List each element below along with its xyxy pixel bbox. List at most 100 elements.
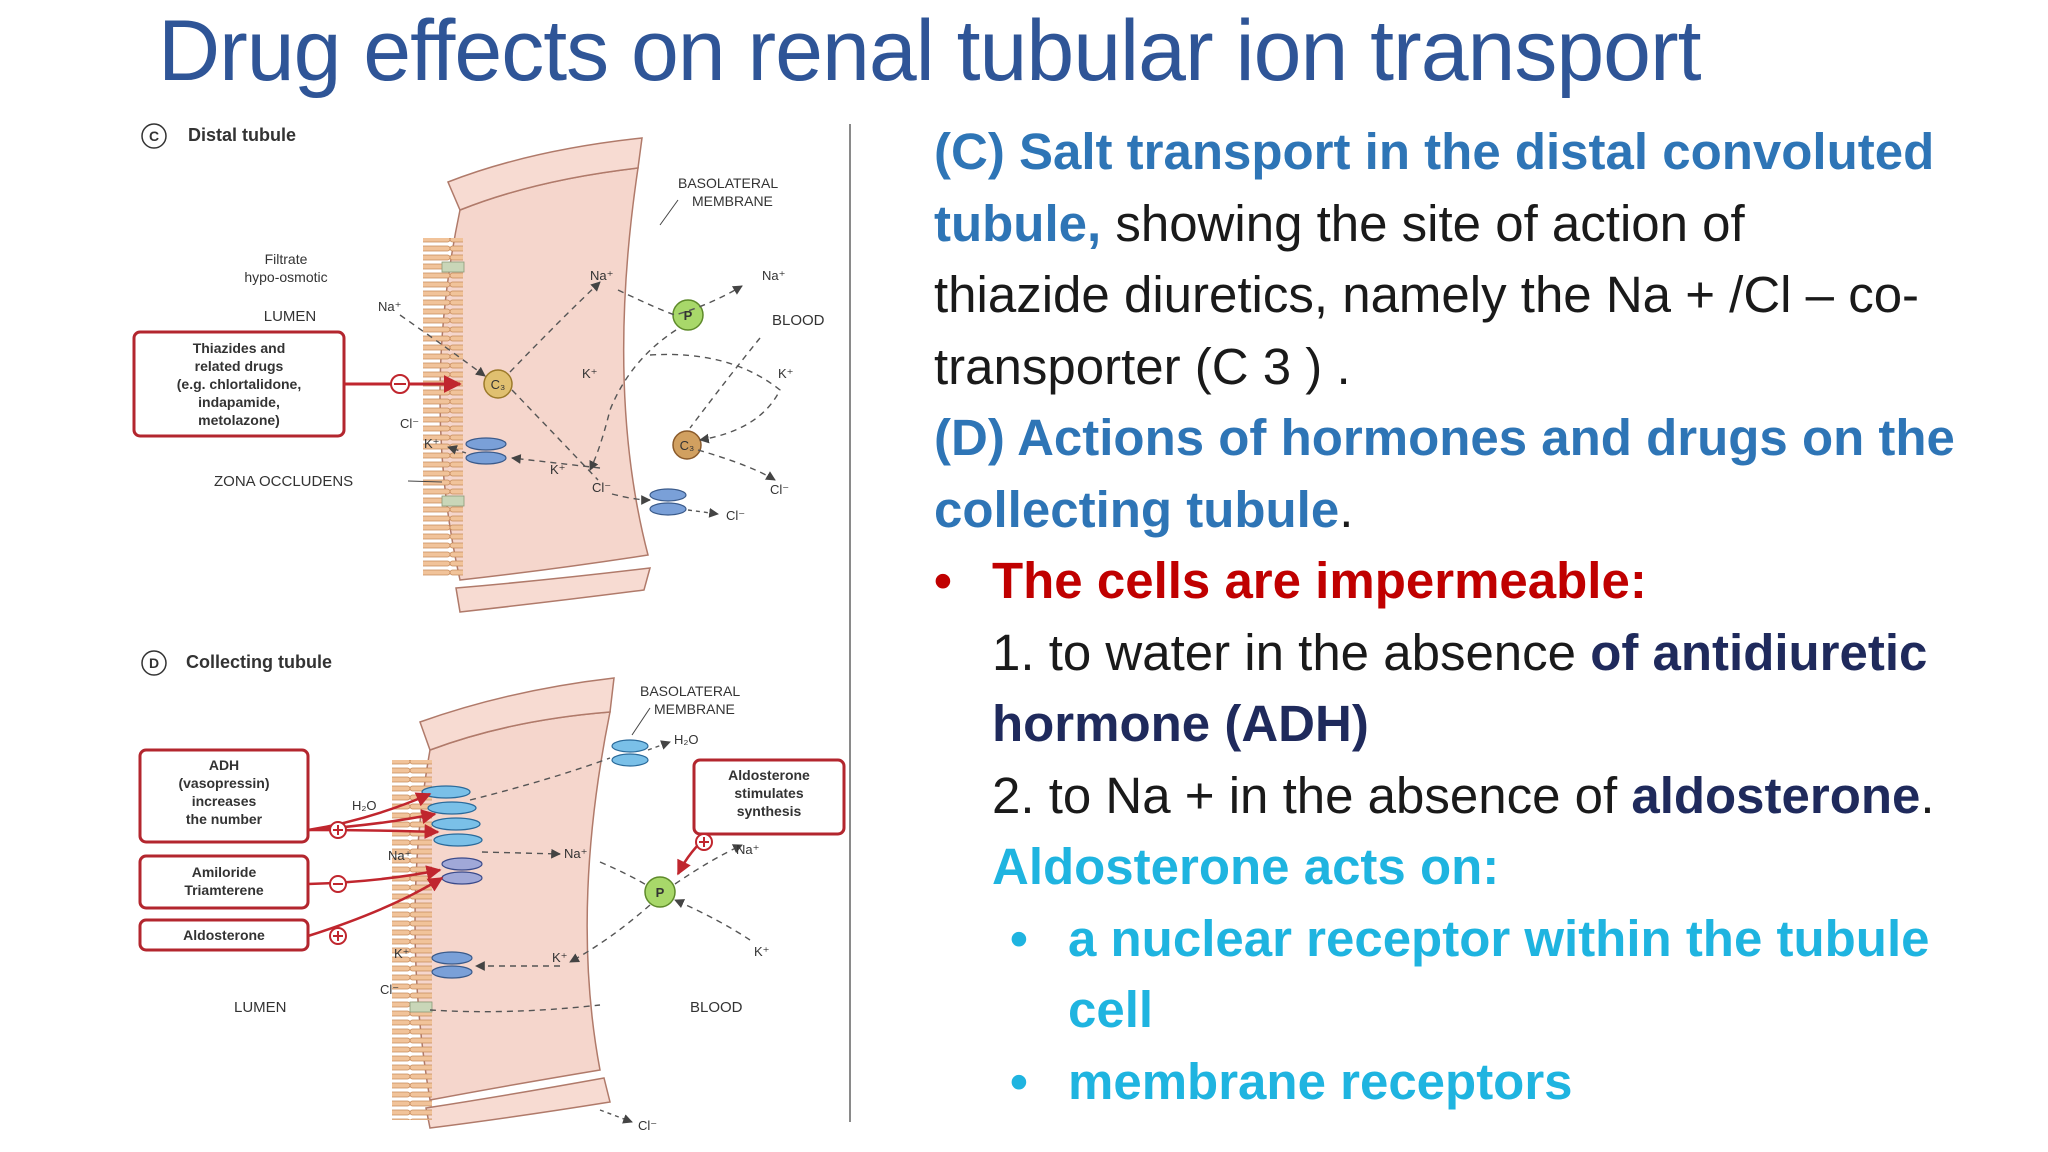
tight-junction-c2 <box>441 495 465 507</box>
amiloride-box <box>138 854 310 910</box>
aquaporin-2 <box>427 801 477 815</box>
d-heading-line-1: (D) Actions of hormones and drugs on the <box>934 409 1955 466</box>
item1-text: 1. to water in the absence <box>992 623 1591 681</box>
filtrate-label-1: Filtrate <box>265 251 308 267</box>
aquaporin-basolateral <box>611 739 649 753</box>
svg-text:increases: increases <box>192 793 257 809</box>
svg-text:ADH: ADH <box>209 757 239 773</box>
c-heading-line-2: tubule, <box>934 194 1102 252</box>
svg-text:Cl⁻: Cl⁻ <box>638 1118 657 1130</box>
panel-c-title: Distal tubule <box>188 125 296 145</box>
lumen-label-c: LUMEN <box>264 308 317 325</box>
svg-text:Aldosterone: Aldosterone <box>728 767 810 783</box>
tight-junction-c1 <box>441 261 465 273</box>
adjacent-cell-bottom-d <box>425 1077 611 1129</box>
explanation-text: (C) Salt transport in the distal convolu… <box>934 116 2034 1117</box>
c-body-line-3: transporter (C 3 ) . <box>934 337 1351 395</box>
bullet-impermeable: • <box>934 552 952 609</box>
item2-period: . <box>1920 766 1935 824</box>
c3-transporter-apical <box>483 369 513 399</box>
aquaporin-1 <box>421 785 471 799</box>
svg-text:the number: the number <box>186 811 263 827</box>
item2-bold: aldosterone <box>1631 766 1921 824</box>
item1-bold: of antidiuretic <box>1590 623 1928 681</box>
k-channel-apical <box>465 437 507 451</box>
aldosterone-stimulates-box <box>692 758 846 836</box>
svg-text:K⁺: K⁺ <box>552 950 568 965</box>
zona-occludens-label: ZONA OCCLUDENS <box>214 473 353 490</box>
svg-text:P: P <box>684 308 693 323</box>
svg-text:K⁺: K⁺ <box>424 436 440 451</box>
svg-text:Na⁺: Na⁺ <box>762 268 785 283</box>
svg-text:K⁺: K⁺ <box>754 944 770 959</box>
na-k-pump-d <box>644 876 676 908</box>
slide-title: Drug effects on renal tubular ion transp… <box>158 3 1702 99</box>
svg-text:Cl⁻: Cl⁻ <box>400 416 419 431</box>
blood-label-c: BLOOD <box>772 312 825 329</box>
adjacent-cell-top-d <box>419 677 615 751</box>
adjacent-cell-bottom <box>455 567 652 613</box>
svg-text:H₂O: H₂O <box>674 732 699 747</box>
panel-d: D Collecting tubule BASOLATERAL MEMBRANE… <box>138 650 846 1130</box>
drug-box-line-2: related drugs <box>195 358 284 374</box>
basolateral-label-d-2: MEMBRANE <box>654 701 735 717</box>
svg-text:K⁺: K⁺ <box>394 946 410 961</box>
aldosterone-acts-heading: Aldosterone acts on: <box>992 838 1500 895</box>
svg-text:C₃: C₃ <box>491 377 506 392</box>
filtrate-label-2: hypo-osmotic <box>244 269 327 285</box>
svg-text:Amiloride: Amiloride <box>192 864 257 880</box>
vertical-divider <box>849 124 851 1122</box>
panel-d-badge <box>141 650 167 676</box>
svg-text:(vasopressin): (vasopressin) <box>178 775 269 791</box>
panel-c-letter: C <box>149 128 159 144</box>
svg-text:Na⁺: Na⁺ <box>564 846 587 861</box>
svg-text:K⁺: K⁺ <box>778 366 794 381</box>
c-body-line-1: showing the site of action of <box>1101 194 1745 252</box>
bullet-nuclear-receptor: • <box>1010 909 1028 967</box>
aquaporin-3 <box>431 817 481 831</box>
drug-box-line-4: indapamide, <box>198 394 280 410</box>
brush-border-c <box>423 238 463 578</box>
item2-text: 2. to Na + in the absence of <box>992 766 1632 824</box>
drug-box-line-1: Thiazides and <box>193 340 286 356</box>
membrane-receptors: membrane receptors <box>1068 1052 1573 1110</box>
nuclear-receptor-line-1: a nuclear receptor within the tubule <box>1068 909 1930 967</box>
na-channel-enac <box>441 857 483 871</box>
adjacent-cell-top <box>447 137 643 211</box>
lumen-label-d: LUMEN <box>234 999 287 1016</box>
cl-channel-basolateral <box>649 488 687 502</box>
svg-text:Cl⁻: Cl⁻ <box>380 982 399 997</box>
svg-text:K⁺: K⁺ <box>550 462 566 477</box>
panel-d-letter: D <box>149 655 159 671</box>
nuclear-receptor-line-2: cell <box>1068 981 1154 1038</box>
panel-d-title: Collecting tubule <box>186 652 332 672</box>
collecting-cell-body <box>414 711 611 1101</box>
d-heading-line-2: collecting tubule <box>934 480 1340 538</box>
blood-label-d: BLOOD <box>690 999 743 1016</box>
svg-text:Na⁺: Na⁺ <box>736 842 759 857</box>
svg-text:K⁺: K⁺ <box>582 366 598 381</box>
adh-box <box>138 748 310 844</box>
c3-transporter-basolateral <box>672 430 702 460</box>
basolateral-label-c-1: BASOLATERAL <box>678 175 778 191</box>
c-body-line-2: thiazide diuretics, namely the Na + /Cl … <box>934 266 1920 323</box>
svg-text:C₃: C₃ <box>680 438 695 453</box>
distal-cell-body <box>439 167 649 581</box>
svg-text:Na⁺: Na⁺ <box>590 268 613 283</box>
renal-tubule-figure: C Distal tubule BASOLATERAL MEMBRANE Fil… <box>132 123 846 1130</box>
svg-text:Na⁺: Na⁺ <box>378 299 401 314</box>
svg-text:Cl⁻: Cl⁻ <box>592 480 611 495</box>
svg-text:Na⁺: Na⁺ <box>388 848 411 863</box>
item1-bold-cont: hormone (ADH) <box>992 695 1369 752</box>
svg-text:Aldosterone: Aldosterone <box>183 927 265 943</box>
k-channel-d <box>431 951 473 965</box>
c-heading-line-1: (C) Salt transport in the distal convolu… <box>934 123 1935 180</box>
bullet-membrane-receptors: • <box>1010 1052 1028 1110</box>
panel-c-badge <box>141 123 167 149</box>
svg-text:stimulates: stimulates <box>734 785 803 801</box>
aquaporin-4 <box>433 833 483 847</box>
panel-c: C Distal tubule BASOLATERAL MEMBRANE Fil… <box>132 123 825 613</box>
svg-text:Cl⁻: Cl⁻ <box>726 508 745 523</box>
brush-border-d <box>392 760 432 1120</box>
drug-box-line-5: metolazone) <box>198 412 280 428</box>
